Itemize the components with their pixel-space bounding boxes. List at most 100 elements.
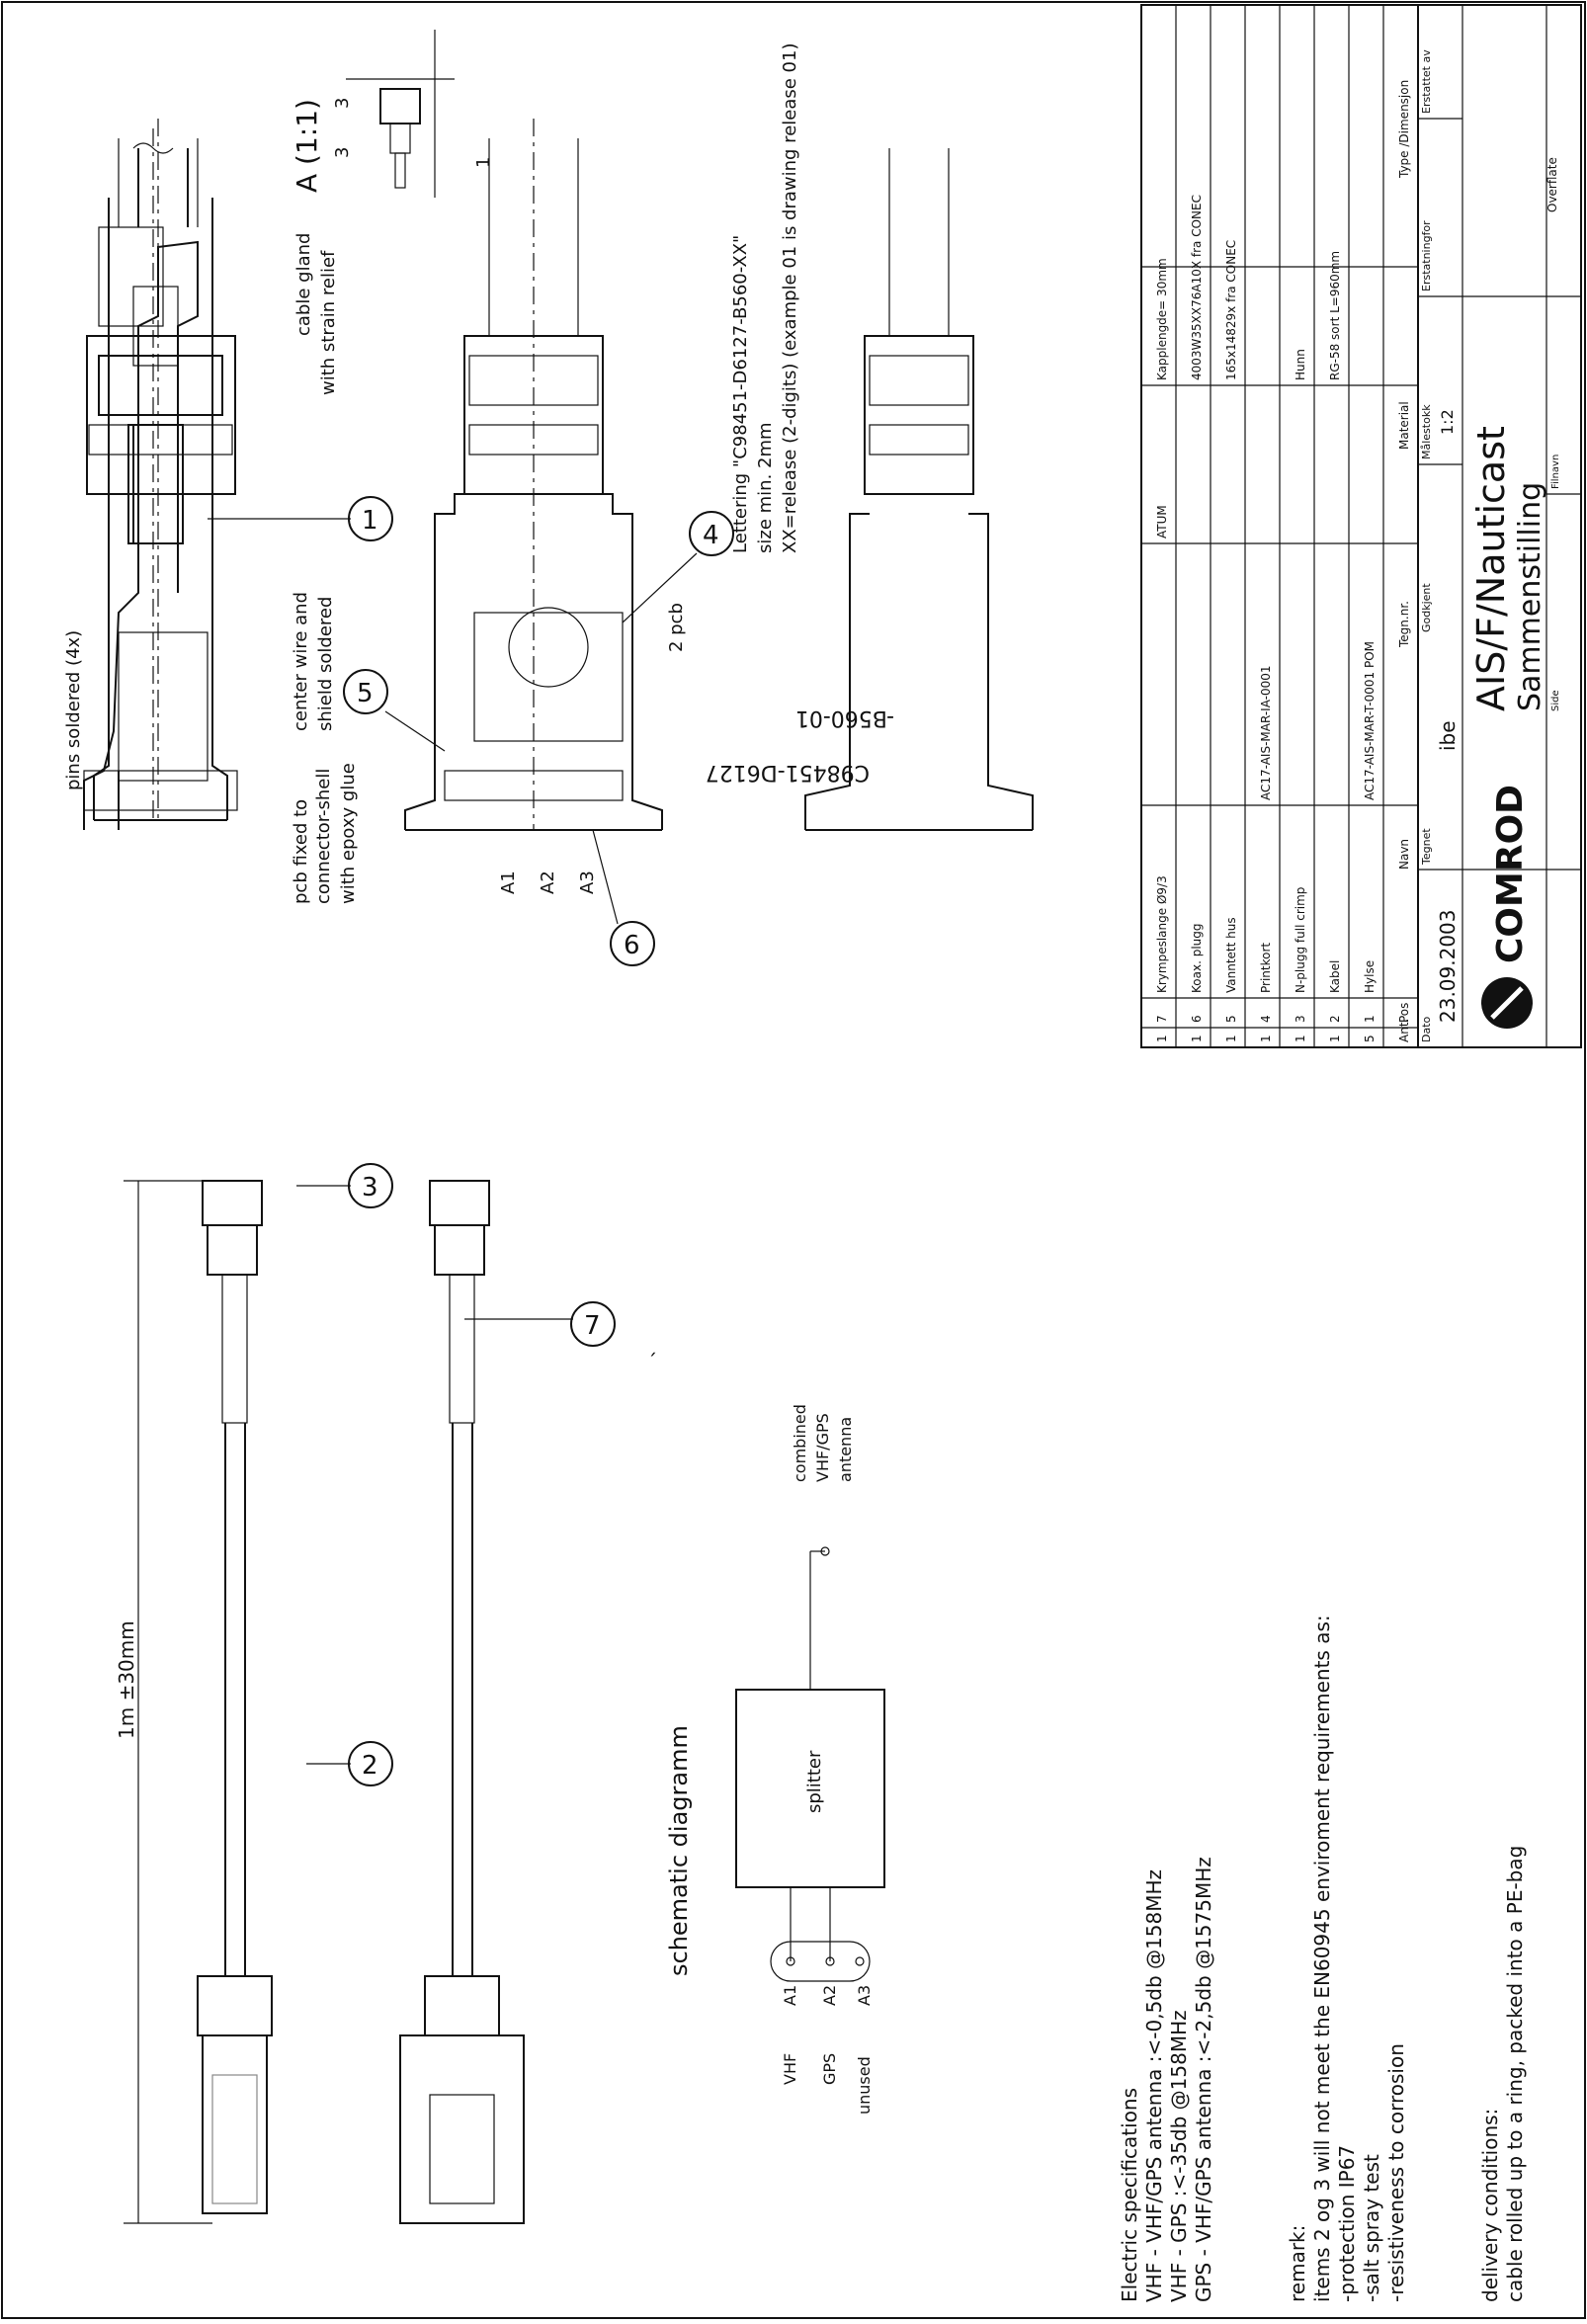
hdr-name: Navn [1397, 839, 1411, 870]
filnavn-label: Filnavn [1550, 455, 1561, 489]
table-cell-qty: 1 [1155, 1035, 1169, 1042]
remark-line1: items 2 og 3 will not meet the EN60945 e… [1310, 1615, 1334, 2302]
lettering-line2: size min. 2mm [755, 422, 776, 553]
length-dimension: 1m ±30mm [115, 1620, 138, 1739]
table-cell-pos: 7 [1155, 1015, 1169, 1023]
table-cell-name: Printkort [1259, 943, 1273, 993]
table-cell-name: Krympeslange Ø9/3 [1155, 875, 1169, 993]
hdr-drawing-no: Tegn.nr. [1397, 601, 1411, 648]
pin-a1-label: A1 [498, 871, 519, 894]
company-name: COMROD [1490, 785, 1531, 963]
table-cell-material: ATUM [1155, 505, 1169, 539]
pcb-fixed-label: pcb fixed to [291, 799, 311, 904]
table-cell-pos: 2 [1328, 1015, 1342, 1023]
connector-shell-label: connector-shell [313, 769, 334, 904]
callout-4: 4 [703, 521, 719, 550]
lettering-line3: XX=release (2-digits) (example 01 is dra… [780, 43, 800, 553]
table-cell-pos: 3 [1294, 1015, 1307, 1023]
table-cell-name: Koax. plugg [1190, 924, 1204, 994]
engraving-line1: C98451-D6127 [706, 760, 870, 785]
pin-a3-label: A3 [577, 871, 598, 894]
remark-line4: -resistiveness to corrosion [1384, 2043, 1408, 2302]
remark-title: remark: [1286, 2225, 1309, 2302]
callout-3: 3 [362, 1173, 378, 1203]
delivery-title: delivery conditions: [1478, 2109, 1502, 2302]
connector-detail-3: C98451-D6127 -B560-01 [706, 148, 1034, 831]
delivery-line1: cable rolled up to a ring, packed into a… [1503, 1846, 1527, 2302]
detail-a: A (1:1) 3 3 1 [291, 30, 494, 198]
callout-1: 1 [362, 506, 378, 536]
table-cell-qty: 1 [1294, 1035, 1307, 1042]
cable-assembly: 1m ±30mm [115, 1180, 525, 2224]
table-cell-pos: 5 [1224, 1015, 1238, 1023]
pin-a1: A1 [781, 1985, 799, 2006]
connector-detail-1 [83, 119, 238, 821]
callouts: 1 2 3 4 5 6 7 ´ [208, 496, 734, 1786]
remark-line2: -protection IP67 [1335, 2145, 1359, 2302]
pin-a2-label: A2 [538, 871, 558, 894]
strain-relief-label: with strain relief [318, 250, 339, 395]
erstattet-label: Erstattet av [1420, 49, 1433, 114]
unused-label: unused [855, 2056, 874, 2115]
cable-gland-label: cable gland [293, 233, 314, 336]
table-cell-pos: 1 [1363, 1015, 1377, 1023]
table-cell-qty: 1 [1224, 1035, 1238, 1042]
dato-value: 23.09.2003 [1436, 909, 1460, 1023]
table-cell-type: Hunn [1294, 349, 1307, 380]
drawing-title: AIS/F/Nauticast [1469, 426, 1513, 711]
table-cell-qty: 1 [1328, 1035, 1342, 1042]
antenna-line3: antenna [836, 1417, 855, 1482]
pin-a2: A2 [820, 1985, 839, 2006]
elec-line1: VHF - VHF/GPS antenna :<-0,5db @158MHz [1142, 1869, 1166, 2302]
gps-label: GPS [820, 2053, 839, 2085]
godkjent-label: Godkjent [1420, 583, 1433, 632]
overflate-label: Overflate [1545, 157, 1559, 212]
table-cell-pos: 4 [1259, 1015, 1273, 1023]
antenna-line2: VHF/GPS [813, 1413, 832, 1482]
table-cell-type: RG-58 sort L=960mm [1328, 251, 1342, 380]
callout-5: 5 [357, 679, 374, 708]
table-cell-name: Hylse [1363, 960, 1377, 993]
side-label: Side [1550, 690, 1561, 711]
table-cell-type: 165x14829x fra CONEC [1224, 240, 1238, 380]
table-cell-qty: 1 [1259, 1035, 1273, 1042]
table-cell-drawing-no: AC17-AIS-MAR-T-0001 POM [1363, 641, 1377, 800]
title-block: Dato 23.09.2003 Tegnet ibe Godkjent Måle… [1417, 4, 1582, 1048]
vhf-label: VHF [781, 2053, 799, 2085]
tick-mark: ´ [647, 1350, 657, 1373]
table-cell-name: Vanntett hus [1224, 917, 1238, 993]
dim-3b: 3 [332, 147, 353, 158]
connector-section-view [83, 128, 199, 830]
dim-1: 1 [473, 157, 494, 168]
table-cell-drawing-no: AC17-AIS-MAR-IA-0001 [1259, 665, 1273, 800]
splitter-label: splitter [804, 1750, 825, 1813]
epoxy-glue-label: with epoxy glue [338, 763, 359, 904]
callout-7: 7 [584, 1311, 601, 1341]
erstatningfor-label: Erstatningfor [1420, 220, 1433, 291]
callout-2: 2 [362, 1751, 378, 1781]
table-cell-qty: 5 [1363, 1035, 1377, 1042]
detail-a-label: A (1:1) [291, 99, 323, 193]
drawing-subtitle: Sammenstilling [1513, 482, 1547, 711]
dim-3a: 3 [332, 98, 353, 109]
elec-line2: VHF - GPS :<-35db @158MHz [1167, 2010, 1191, 2302]
malestokk-value: 1:2 [1438, 409, 1457, 435]
table-cell-qty: 1 [1190, 1035, 1204, 1042]
hdr-type: Type /Dimensjon [1397, 80, 1411, 179]
lettering-line1: Lettering "C98451-D6127-B560-XX" [730, 235, 751, 553]
table-cell-pos: 6 [1190, 1015, 1204, 1023]
dato-label: Dato [1420, 1016, 1433, 1042]
connector-detail-2 [404, 119, 663, 831]
schematic-title: schematic diagramm [665, 1725, 693, 1976]
table-cell-type: 4003W35XX76A10X fra CONEC [1190, 195, 1204, 380]
elec-line3: GPS - VHF/GPS antenna :<-2,5db @1575MHz [1192, 1857, 1215, 2302]
top-annotations: Lettering "C98451-D6127-B560-XX" size mi… [63, 43, 800, 904]
hdr-pos: Pos [1397, 1003, 1411, 1023]
pcb-label: 2 pcb [666, 603, 687, 652]
table-cell-name: N-plugg full crimp [1294, 887, 1307, 993]
comrod-logo: COMROD [1481, 785, 1533, 1029]
